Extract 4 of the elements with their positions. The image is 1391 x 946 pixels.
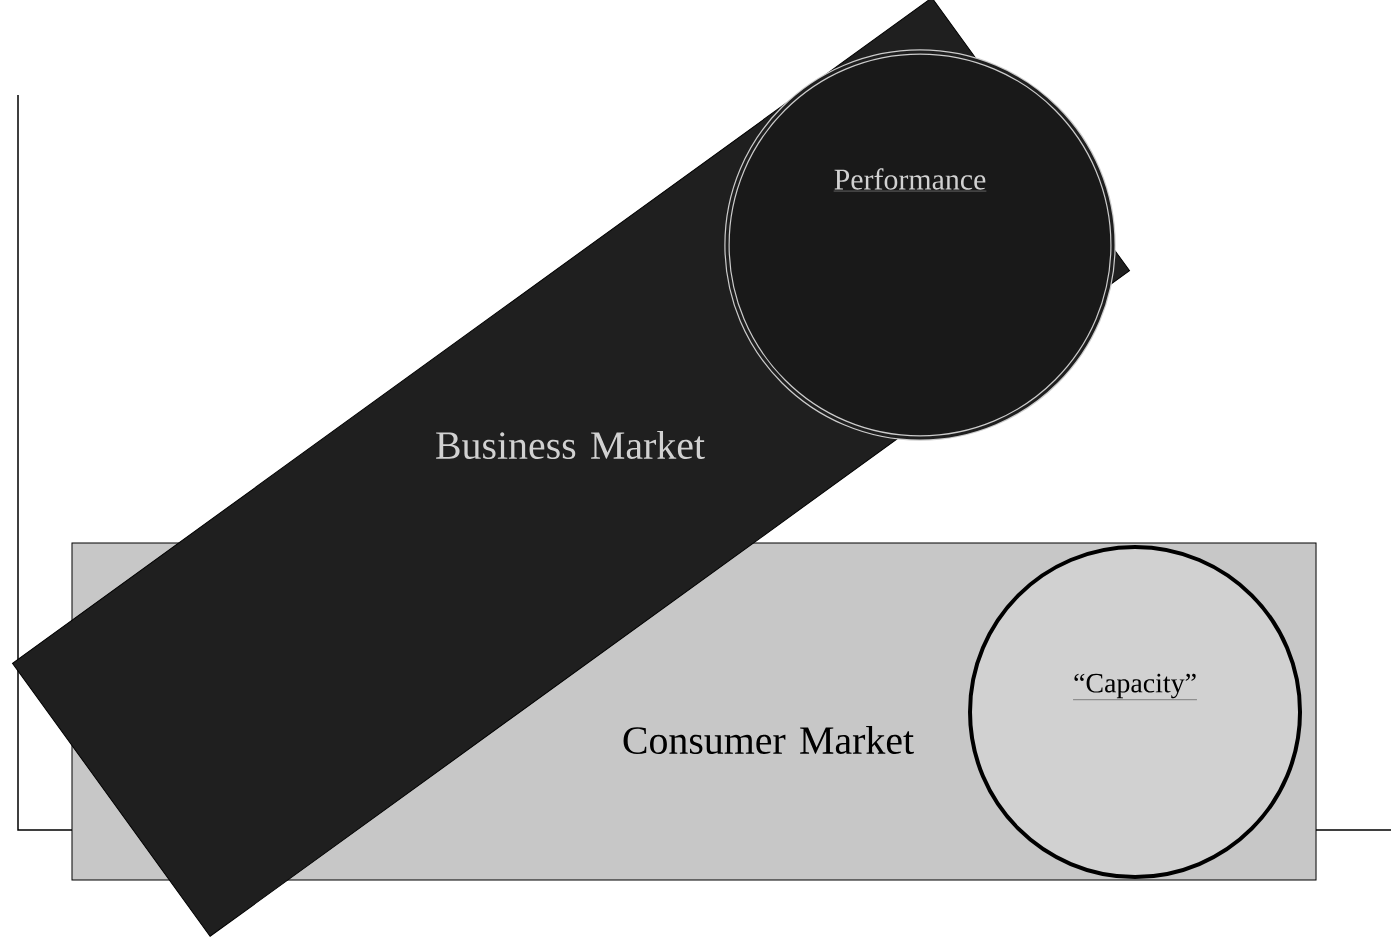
circle-label: Performance bbox=[833, 168, 987, 192]
panel-label: Consumer Market bbox=[623, 726, 914, 755]
circle-label: “Capacity” bbox=[1072, 673, 1198, 700]
band-label: Business Market bbox=[436, 431, 705, 460]
